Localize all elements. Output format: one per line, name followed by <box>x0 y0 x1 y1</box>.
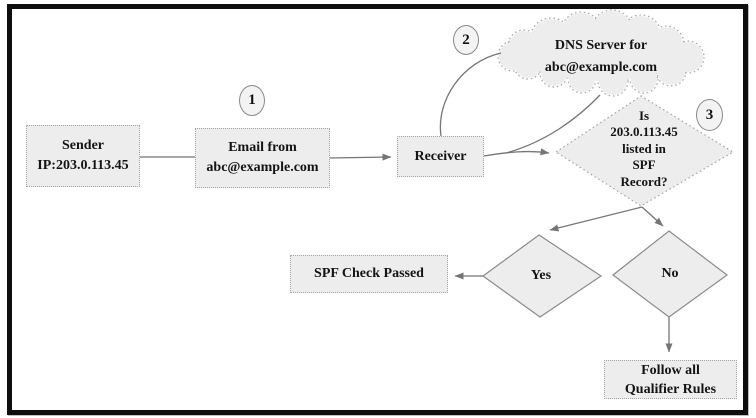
spf-decision-diamond <box>554 95 735 207</box>
no-diamond <box>612 230 729 318</box>
node-sender-line1: Sender <box>62 138 104 153</box>
diagram-frame <box>7 4 748 415</box>
node-qualifier-line1: Follow all <box>641 362 700 378</box>
step-badge-1: 1 <box>239 85 265 116</box>
arrow-decision-to-yes <box>549 206 643 232</box>
arrow-decision-to-no <box>641 206 664 227</box>
node-follow-qualifier-rules: Follow all Qualifier Rules <box>604 360 737 399</box>
node-email-line1: Email from <box>228 140 297 155</box>
step-badge-2: 2 <box>453 25 479 55</box>
dns-cloud-fill <box>499 11 703 95</box>
node-email-line2: abc@example.com <box>206 160 319 175</box>
node-qualifier-line2: Qualifier Rules <box>624 381 717 397</box>
connector-dns-to-decision <box>505 94 601 154</box>
step-badge-1-number: 1 <box>248 92 256 108</box>
node-receiver: Receiver <box>397 136 484 177</box>
connector-receiver-to-dns <box>439 52 502 137</box>
node-email: Email from abc@example.com <box>195 128 330 188</box>
step-badge-3: 3 <box>696 99 723 131</box>
node-spf-check-passed: SPF Check Passed <box>290 255 448 293</box>
step-badge-3-number: 3 <box>705 106 714 123</box>
node-sender: Sender IP:203.0.113.45 <box>26 125 140 187</box>
node-receiver-label: Receiver <box>414 148 467 164</box>
node-sender-line2: IP:203.0.113.45 <box>37 158 129 173</box>
step-badge-2-number: 2 <box>462 31 470 48</box>
node-spf-check-passed-label: SPF Check Passed <box>314 266 424 281</box>
yes-diamond <box>481 234 603 318</box>
arrow-receiver-to-decision <box>483 148 550 157</box>
arrow-email-to-receiver <box>329 153 392 161</box>
